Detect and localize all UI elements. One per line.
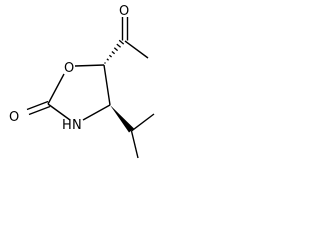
ring-bond-c4-n3 [82, 104, 111, 121]
structure-diagram: O O O N H [9, 4, 155, 159]
ring-bond-n3-c2 [47, 103, 71, 121]
ketone-oxygen-label: O [119, 4, 129, 19]
nitrogen-hydrogen-label: H [62, 118, 72, 133]
ring-bond-c2-o1 [47, 73, 65, 105]
isopropyl-methyl-bond-up [131, 113, 155, 132]
ring-bond-o1-c5 [74, 64, 105, 67]
ring-carbonyl-double-bond [26, 100, 51, 116]
c4-isopropyl-wedge-bond [110, 105, 134, 133]
ring-oxygen-label: O [64, 61, 74, 76]
acetyl-methyl-bond [124, 40, 149, 59]
c5-acetyl-hashed-wedge-bond [104, 39, 125, 64]
ring-bond-c5-c4 [103, 64, 111, 106]
isopropyl-methyl-bond-down [130, 130, 139, 159]
acetyl-carbonyl-double-bond [121, 17, 129, 41]
carbonyl-oxygen-label: O [9, 110, 19, 125]
ring-nitrogen-label: N [72, 118, 82, 133]
